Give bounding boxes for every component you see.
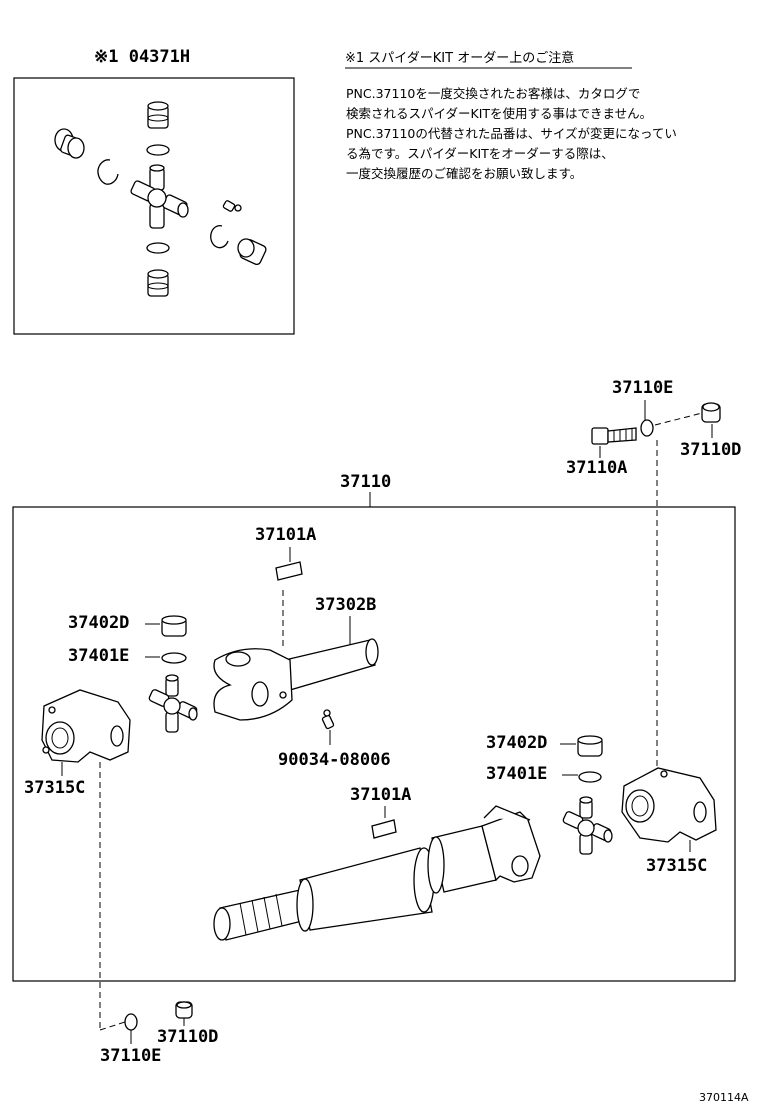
label-37110A[interactable]: 37110A: [566, 458, 627, 478]
bearing-cup-right-icon: [237, 238, 267, 266]
spider-kit-parts-illustration: [54, 101, 267, 297]
spider-left-icon: [148, 674, 198, 733]
spider-kit-frame: [13, 77, 295, 335]
nut-bottom-icon: [175, 1001, 193, 1019]
balance-weight-mid-icon: [371, 819, 397, 839]
label-37402D-right[interactable]: 37402D: [486, 733, 547, 753]
label-37110[interactable]: 37110: [340, 472, 391, 492]
label-37101A-mid[interactable]: 37101A: [350, 785, 411, 805]
washer-icon: [640, 419, 654, 437]
bearing-cup-left-icon: [54, 128, 85, 159]
bearing-cup-37402D-right-icon: [577, 735, 603, 757]
snap-ring-top-icon: [146, 144, 170, 156]
spider-cross-icon: [130, 164, 189, 229]
label-37110D-bottom[interactable]: 37110D: [157, 1027, 218, 1047]
flange-yoke-left-icon: [41, 689, 131, 763]
balance-weight-top-icon: [275, 561, 303, 581]
label-37315C-right[interactable]: 37315C: [646, 856, 707, 876]
label-37110E-top[interactable]: 37110E: [612, 378, 673, 398]
assembly-frame: [12, 506, 736, 982]
snap-ring-bottom-icon: [146, 242, 170, 254]
snap-ring-left-icon: [97, 159, 119, 185]
kit-note-line-3: PNC.37110の代替された品番は、サイズが変更になってい: [346, 126, 677, 141]
label-37315C-left[interactable]: 37315C: [24, 778, 85, 798]
bearing-cup-37402D-left-icon: [161, 615, 187, 637]
spider-right-icon: [562, 796, 613, 855]
grease-fitting-90034-icon: [321, 709, 335, 730]
kit-part-number[interactable]: ※1 04371H: [94, 47, 190, 67]
kit-note-line-1: PNC.37110を一度交換されたお客様は、カタログで: [346, 86, 640, 101]
kit-note-line-2: 検索されるスパイダーKITを使用する事はできません。: [346, 106, 652, 121]
dash-to-nut: [654, 412, 703, 426]
sleeve-yoke-icon: [213, 638, 379, 721]
nut-top-icon: [701, 402, 721, 423]
propeller-shaft-icon: [213, 805, 541, 941]
grease-fitting-icon: [222, 200, 242, 212]
kit-note-line-4: る為です。スパイダーKITをオーダーする際は、: [346, 146, 614, 161]
label-37101A-top[interactable]: 37101A: [255, 525, 316, 545]
label-37401E-right[interactable]: 37401E: [486, 764, 547, 784]
catalog-number: 370114A: [699, 1091, 749, 1104]
snap-ring-right-icon: [210, 225, 229, 249]
label-37302B[interactable]: 37302B: [315, 595, 376, 615]
bolt-icon: [591, 427, 637, 445]
flange-yoke-right-icon: [621, 767, 717, 843]
label-90034-08006[interactable]: 90034-08006: [278, 750, 391, 770]
label-37110D-top[interactable]: 37110D: [680, 440, 741, 460]
snap-ring-37401E-left-icon: [161, 652, 187, 664]
label-37402D-left[interactable]: 37402D: [68, 613, 129, 633]
kit-note-line-5: 一度交換履歴のご確認をお願い致します。: [346, 166, 582, 181]
bearing-cup-top-icon: [147, 101, 169, 129]
washer-bottom-icon: [124, 1013, 138, 1031]
kit-note-title: ※1 スパイダーKIT オーダー上のご注意: [345, 50, 574, 66]
snap-ring-37401E-right-icon: [578, 771, 602, 783]
bearing-cup-bottom-icon: [147, 269, 169, 297]
dash-to-washer-bottom: [99, 1021, 126, 1031]
label-37401E-left[interactable]: 37401E: [68, 646, 129, 666]
label-37110E-bottom[interactable]: 37110E: [100, 1046, 161, 1066]
